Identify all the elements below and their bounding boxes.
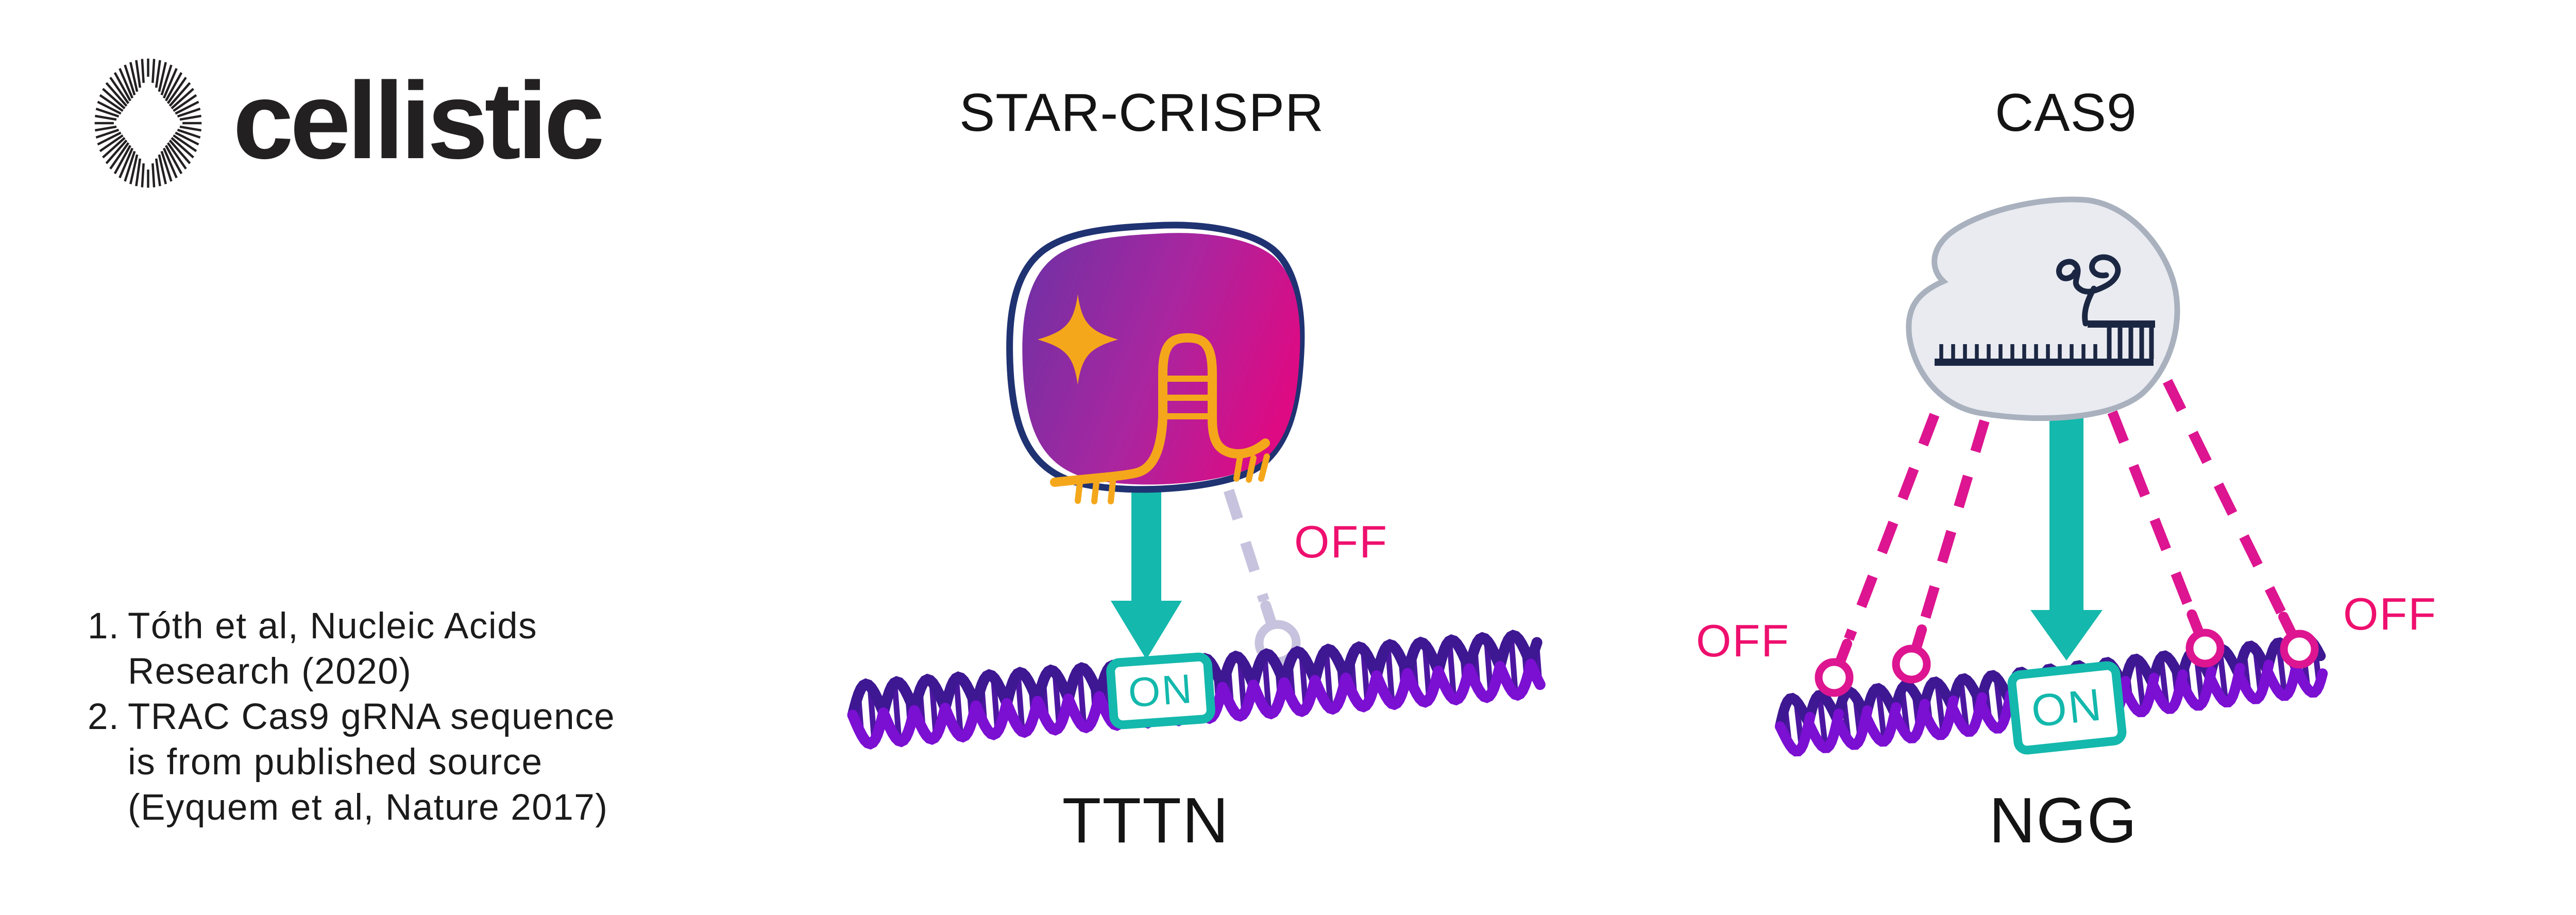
pam-label-ngg: NGG <box>1989 785 2138 856</box>
citations: 1. Tóth et al, Nucleic Acids Research (2… <box>88 604 732 831</box>
citation-line: Research (2020) <box>128 651 412 692</box>
citation-item: 2. TRAC Cas9 gRNA sequence is from publi… <box>88 694 732 831</box>
grna-ladder-icon <box>1935 254 2155 366</box>
brand-wordmark: cellistic <box>233 59 605 181</box>
citation-item: 1. Tóth et al, Nucleic Acids Research (2… <box>88 604 732 694</box>
on-label-right: ON <box>2029 679 2105 737</box>
cellistic-sunburst-icon <box>94 58 202 188</box>
star-crispr-diagram <box>847 196 1546 750</box>
on-label-left: ON <box>1127 665 1195 716</box>
pam-label-tttn: TTTN <box>1062 785 1230 856</box>
cas9-diagram <box>1775 196 2328 757</box>
citation-number: 1. <box>88 606 120 647</box>
sparkle-icon <box>1038 294 1118 385</box>
panel-title-star-crispr: STAR-CRISPR <box>959 83 1325 143</box>
citation-line: is from published source <box>128 742 543 783</box>
citation-line: (Eyquem et al, Nature 2017) <box>128 787 608 828</box>
suppressed-off-target-lollipop <box>1224 488 1301 666</box>
off-target-rings <box>1815 609 2319 697</box>
off-label-cas9-right: OFF <box>2343 588 2437 639</box>
citation-line: Tóth et al, Nucleic Acids <box>128 606 538 647</box>
off-label-cas9-left: OFF <box>1696 615 1790 666</box>
on-target-badge-left: ON <box>1105 651 1216 731</box>
star-crispr-protein-shield <box>1010 225 1301 504</box>
off-label-left-panel: OFF <box>1294 516 1388 567</box>
dna-helix-left <box>847 630 1546 750</box>
on-target-arrow-left <box>1111 480 1182 659</box>
grna-hairpin-icon <box>1050 333 1270 504</box>
panel-title-cas9: CAS9 <box>1995 83 2137 143</box>
citation-line: TRAC Cas9 gRNA sequence <box>128 697 616 737</box>
dna-helix-right <box>1775 634 2328 757</box>
cas9-protein-blob <box>1906 196 2180 421</box>
off-target-dashed-lines <box>1844 379 2286 641</box>
on-target-badge-right: ON <box>2006 659 2128 756</box>
citation-number: 2. <box>88 697 120 737</box>
on-target-arrow-right <box>2030 412 2103 660</box>
